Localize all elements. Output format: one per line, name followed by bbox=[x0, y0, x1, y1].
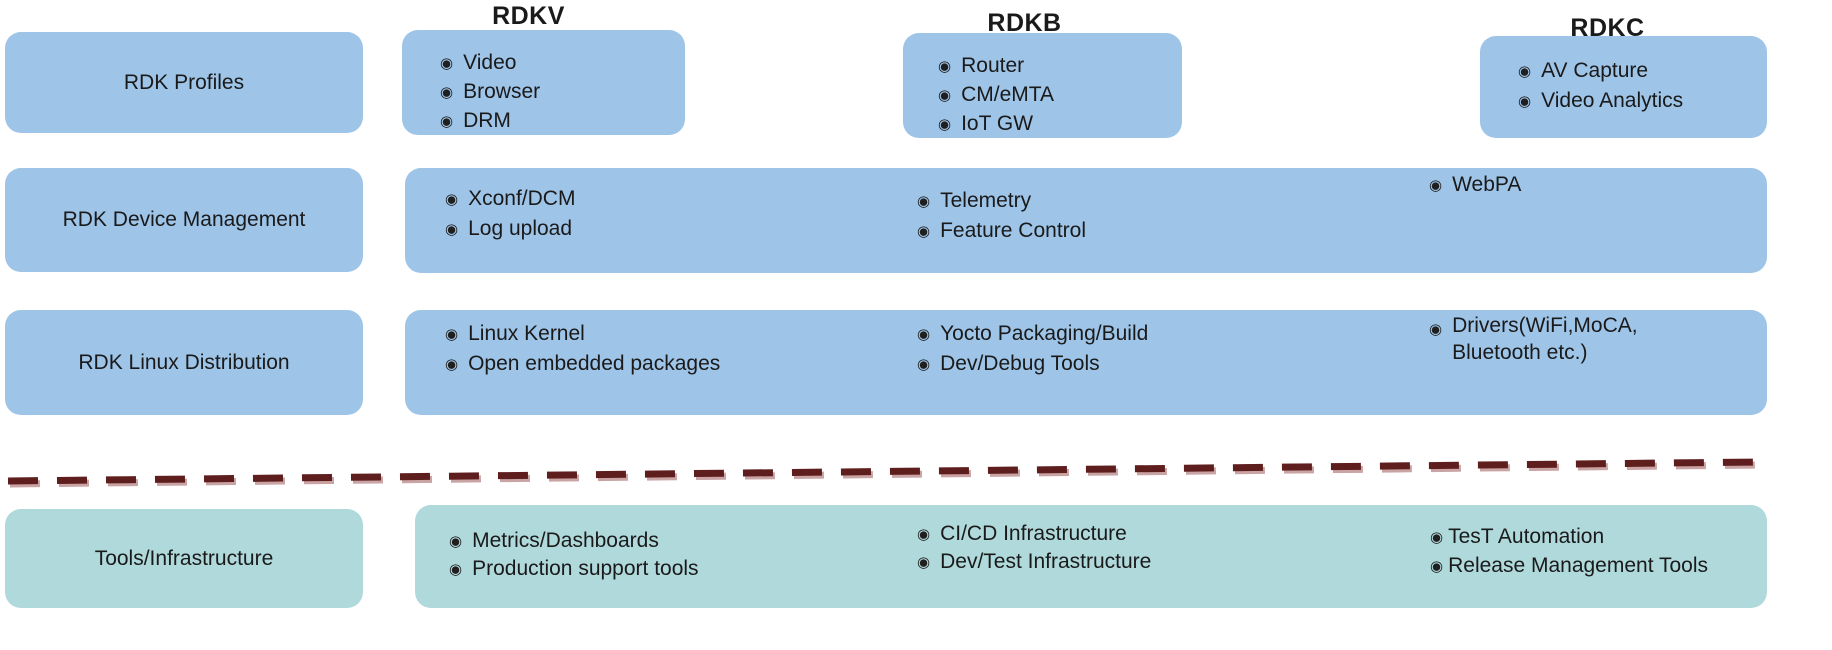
row-label-rdk-profiles: RDK Profiles bbox=[5, 32, 363, 133]
item-label: Feature Control bbox=[940, 219, 1086, 242]
rdkb-profiles-box bbox=[903, 33, 1182, 138]
list-item: ◉ Production support tools bbox=[449, 555, 699, 583]
device-management-col3: ◉ WebPA bbox=[1429, 170, 1521, 200]
list-item: ◉ Log upload bbox=[445, 214, 575, 244]
device-management-col1: ◉ Xconf/DCM ◉ Log upload bbox=[445, 184, 575, 244]
item-label: AV Capture bbox=[1541, 59, 1649, 82]
item-label: WebPA bbox=[1452, 173, 1522, 196]
list-item: ◉ Yocto Packaging/Build bbox=[917, 319, 1148, 349]
tools-infrastructure-col2: ◉ CI/CD Infrastructure ◉ Dev/Test Infras… bbox=[917, 520, 1151, 576]
list-item: ◉ Dev/Debug Tools bbox=[917, 349, 1148, 379]
list-item: ◉ Linux Kernel bbox=[445, 319, 720, 349]
bullet-icon: ◉ bbox=[1430, 558, 1444, 575]
tools-infrastructure-box bbox=[415, 505, 1767, 608]
bullet-icon: ◉ bbox=[917, 193, 931, 210]
list-item: ◉ Metrics/Dashboards bbox=[449, 527, 699, 555]
linux-distribution-box bbox=[405, 310, 1767, 415]
item-label: Linux Kernel bbox=[468, 322, 585, 345]
rdkc-profiles-box bbox=[1480, 36, 1767, 138]
bullet-icon: ◉ bbox=[938, 87, 952, 104]
item-label: Open embedded packages bbox=[468, 352, 721, 375]
list-item: ◉ Router bbox=[938, 51, 1054, 80]
item-label: Browser bbox=[463, 80, 541, 103]
linux-distribution-col3: ◉ Drivers(WiFi,MoCA, Bluetooth etc.) bbox=[1429, 312, 1689, 366]
item-label: Dev/Test Infrastructure bbox=[940, 550, 1152, 573]
list-item: ◉ Dev/Test Infrastructure bbox=[917, 548, 1151, 576]
list-item: ◉ Video Analytics bbox=[1518, 86, 1683, 116]
list-item: ◉ AV Capture bbox=[1518, 56, 1683, 86]
bullet-icon: ◉ bbox=[917, 223, 931, 240]
list-item: ◉ IoT GW bbox=[938, 109, 1054, 138]
bullet-icon: ◉ bbox=[440, 55, 454, 72]
item-label: Router bbox=[961, 54, 1025, 77]
item-label: DRM bbox=[463, 109, 511, 132]
tools-infrastructure-col3: ◉ TesT Automation ◉ Release Management T… bbox=[1430, 522, 1708, 580]
list-item: ◉ Release Management Tools bbox=[1430, 551, 1708, 580]
item-label: CM/eMTA bbox=[961, 83, 1055, 106]
item-label: Xconf/DCM bbox=[468, 187, 576, 210]
bullet-icon: ◉ bbox=[1518, 93, 1532, 110]
bullet-icon: ◉ bbox=[449, 561, 463, 578]
linux-distribution-col2: ◉ Yocto Packaging/Build ◉ Dev/Debug Tool… bbox=[917, 319, 1148, 379]
device-management-box bbox=[405, 168, 1767, 273]
list-item: ◉ DRM bbox=[440, 106, 540, 135]
bullet-icon: ◉ bbox=[440, 113, 454, 130]
bullet-icon: ◉ bbox=[1518, 63, 1532, 80]
tools-infrastructure-col1: ◉ Metrics/Dashboards ◉ Production suppor… bbox=[449, 527, 699, 583]
list-item: ◉ Browser bbox=[440, 77, 540, 106]
bullet-icon: ◉ bbox=[1429, 177, 1443, 194]
bullet-icon: ◉ bbox=[917, 526, 931, 543]
item-label: Log upload bbox=[468, 217, 573, 240]
bullet-icon: ◉ bbox=[938, 58, 952, 75]
item-label: Production support tools bbox=[472, 557, 699, 580]
bullet-icon: ◉ bbox=[445, 221, 459, 238]
dashed-divider-line bbox=[7, 458, 1763, 488]
item-label: Video Analytics bbox=[1541, 89, 1684, 112]
bullet-icon: ◉ bbox=[440, 84, 454, 101]
column-title-rdkb: RDKB bbox=[987, 9, 1062, 37]
item-label: Metrics/Dashboards bbox=[472, 529, 659, 552]
list-item: ◉ Feature Control bbox=[917, 216, 1086, 246]
bullet-icon: ◉ bbox=[445, 356, 459, 373]
rdkv-profiles-list: ◉ Video ◉ Browser ◉ DRM bbox=[440, 48, 540, 135]
bullet-icon: ◉ bbox=[917, 326, 931, 343]
item-label: Release Management Tools bbox=[1448, 554, 1709, 577]
linux-distribution-col1: ◉ Linux Kernel ◉ Open embedded packages bbox=[445, 319, 720, 379]
item-label: Telemetry bbox=[940, 189, 1032, 212]
bullet-icon: ◉ bbox=[938, 116, 952, 133]
bullet-icon: ◉ bbox=[1430, 529, 1444, 546]
bullet-icon: ◉ bbox=[1429, 321, 1443, 338]
list-item: ◉ TesT Automation bbox=[1430, 522, 1708, 551]
list-item: ◉ WebPA bbox=[1429, 170, 1521, 200]
rdkv-profiles-box bbox=[402, 30, 685, 135]
item-label: Dev/Debug Tools bbox=[940, 352, 1100, 375]
list-item: ◉ CI/CD Infrastructure bbox=[917, 520, 1151, 548]
item-label: IoT GW bbox=[961, 112, 1034, 135]
bullet-icon: ◉ bbox=[917, 356, 931, 373]
bullet-icon: ◉ bbox=[449, 533, 463, 550]
list-item: ◉ CM/eMTA bbox=[938, 80, 1054, 109]
device-management-col2: ◉ Telemetry ◉ Feature Control bbox=[917, 186, 1086, 246]
bullet-icon: ◉ bbox=[917, 554, 931, 571]
row-label-rdk-device-management: RDK Device Management bbox=[5, 168, 363, 272]
rdkc-profiles-list: ◉ AV Capture ◉ Video Analytics bbox=[1518, 56, 1683, 116]
column-title-rdkv: RDKV bbox=[492, 2, 565, 30]
bullet-icon: ◉ bbox=[445, 326, 459, 343]
item-label: Video bbox=[463, 51, 517, 74]
row-label-rdk-linux-distribution: RDK Linux Distribution bbox=[5, 310, 363, 415]
rdkb-profiles-list: ◉ Router ◉ CM/eMTA ◉ IoT GW bbox=[938, 51, 1054, 138]
row-label-tools-infrastructure: Tools/Infrastructure bbox=[5, 509, 363, 608]
item-label: TesT Automation bbox=[1448, 525, 1605, 548]
list-item: ◉ Open embedded packages bbox=[445, 349, 720, 379]
list-item: ◉ Xconf/DCM bbox=[445, 184, 575, 214]
item-label: Drivers(WiFi,MoCA, Bluetooth etc.) bbox=[1452, 314, 1638, 364]
list-item: ◉ Telemetry bbox=[917, 186, 1086, 216]
item-label: CI/CD Infrastructure bbox=[940, 522, 1127, 545]
bullet-icon: ◉ bbox=[445, 191, 459, 208]
list-item: ◉ Video bbox=[440, 48, 540, 77]
item-label: Yocto Packaging/Build bbox=[940, 322, 1149, 345]
list-item: ◉ Drivers(WiFi,MoCA, Bluetooth etc.) bbox=[1429, 312, 1689, 366]
